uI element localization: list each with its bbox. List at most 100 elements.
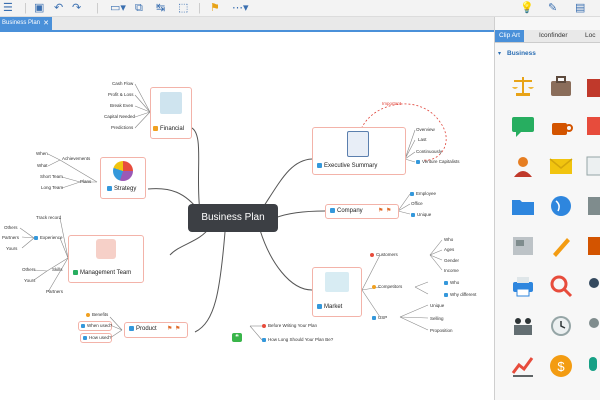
strategy-item[interactable]: When bbox=[36, 151, 48, 156]
save-icon[interactable]: ▣ bbox=[34, 2, 45, 14]
chat-icon[interactable] bbox=[510, 113, 536, 139]
financial-topic[interactable]: Financial bbox=[150, 87, 192, 139]
tab-local[interactable]: Loc bbox=[585, 32, 596, 39]
tab-business-plan[interactable]: Business Plan ✕ bbox=[0, 17, 52, 30]
market-competitors[interactable]: Competitors bbox=[372, 284, 402, 290]
lightbulb-icon[interactable]: 💡 bbox=[520, 2, 534, 14]
usp-item[interactable]: Selling bbox=[430, 316, 444, 321]
support-agent-icon[interactable] bbox=[510, 153, 536, 179]
users-icon[interactable] bbox=[585, 313, 600, 339]
skills-item[interactable]: Others bbox=[22, 267, 36, 272]
financial-item[interactable]: Break Even bbox=[110, 103, 134, 108]
product-benefits[interactable]: Benefits bbox=[86, 312, 108, 318]
management-experience[interactable]: Experience bbox=[34, 235, 63, 241]
menu-icon[interactable]: ☰ bbox=[3, 2, 13, 14]
central-topic[interactable]: Business Plan bbox=[188, 204, 278, 232]
strategy-item[interactable]: What bbox=[37, 163, 48, 168]
customer-item[interactable]: Income bbox=[444, 268, 459, 273]
product-when[interactable]: When used? bbox=[78, 321, 112, 331]
undo-icon[interactable]: ↶ bbox=[54, 2, 64, 14]
usp-item[interactable]: Unique bbox=[430, 303, 445, 308]
financial-item[interactable]: Predictions bbox=[111, 125, 134, 130]
comment-icon[interactable]: ❝ bbox=[232, 333, 242, 342]
skills-item[interactable]: Yours bbox=[24, 278, 36, 283]
experience-item[interactable]: Yours bbox=[6, 246, 18, 251]
experience-item[interactable]: Partners bbox=[2, 235, 20, 240]
flag-icon[interactable]: ⚑ bbox=[210, 2, 220, 14]
management-partners[interactable]: Partners bbox=[46, 289, 64, 294]
company-topic[interactable]: Company ⚑ ⚑ bbox=[325, 204, 399, 219]
clock-icon[interactable] bbox=[548, 313, 574, 339]
dollar-icon[interactable]: $ bbox=[548, 353, 574, 379]
more-icon[interactable]: ⋯▾ bbox=[232, 2, 249, 14]
globe-icon[interactable] bbox=[548, 193, 574, 219]
clipboard-icon[interactable] bbox=[585, 233, 600, 259]
redo-icon[interactable]: ↷ bbox=[72, 2, 82, 14]
search-icon[interactable] bbox=[548, 273, 574, 299]
company-item[interactable]: Employee bbox=[410, 191, 436, 197]
newspaper-icon[interactable] bbox=[510, 233, 536, 259]
customer-item[interactable]: Gender bbox=[444, 258, 460, 263]
executive-item[interactable]: Overview bbox=[416, 127, 435, 132]
strategy-topic[interactable]: Strategy bbox=[100, 157, 146, 199]
tab-iconfinder[interactable]: Iconfinder bbox=[539, 32, 568, 39]
book-icon[interactable] bbox=[585, 113, 600, 139]
scale-icon[interactable] bbox=[510, 73, 536, 99]
folder-icon[interactable] bbox=[510, 193, 536, 219]
calendar-icon[interactable] bbox=[585, 153, 600, 179]
marker-icon[interactable]: ✎ bbox=[548, 2, 558, 14]
financial-item[interactable]: Cash Flow bbox=[112, 81, 134, 86]
management-track-record[interactable]: Track record bbox=[36, 215, 62, 220]
customer-item[interactable]: Who bbox=[444, 237, 454, 242]
relationship-icon[interactable]: ↹ bbox=[156, 2, 166, 14]
how-label: How used? bbox=[89, 335, 112, 340]
podium-icon[interactable] bbox=[585, 73, 600, 99]
topic-icon[interactable]: ▭▾ bbox=[110, 2, 126, 14]
financial-item[interactable]: Profit & Loss bbox=[108, 92, 134, 97]
executive-item[interactable]: Venture Capitalists bbox=[416, 159, 460, 165]
chevron-down-icon[interactable]: ▾ bbox=[498, 51, 502, 57]
financial-item[interactable]: Capital Needed bbox=[104, 114, 136, 119]
experience-item[interactable]: Others bbox=[4, 225, 18, 230]
relationship-label[interactable]: Important bbox=[382, 101, 402, 106]
mindmap-canvas[interactable]: Business Plan Financial Cash Flow Profit… bbox=[0, 32, 494, 400]
strategy-plans[interactable]: Plans bbox=[80, 179, 92, 184]
panel-icon[interactable]: ▤ bbox=[575, 2, 586, 14]
product-topic[interactable]: Product ⚑ ⚑ bbox=[124, 322, 188, 338]
strategy-item[interactable]: Long Team bbox=[41, 185, 64, 190]
briefcase-icon[interactable] bbox=[548, 73, 574, 99]
subtopic-icon[interactable]: ⧉ bbox=[135, 2, 143, 14]
customer-item[interactable]: Ages bbox=[444, 247, 455, 252]
market-topic[interactable]: Market bbox=[312, 267, 362, 317]
strategy-achievements[interactable]: Achievements bbox=[62, 156, 91, 161]
management-skills[interactable]: Skills bbox=[52, 267, 63, 272]
close-icon[interactable]: ✕ bbox=[43, 20, 49, 27]
executive-item[interactable]: Last bbox=[418, 137, 427, 142]
market-customers[interactable]: Customers bbox=[370, 252, 398, 258]
link-how-long[interactable]: How Long Should Your Plan Be? bbox=[262, 337, 333, 343]
task-icon bbox=[129, 326, 134, 331]
market-usp[interactable]: USP bbox=[372, 315, 387, 321]
strategy-item[interactable]: Short Team bbox=[40, 174, 63, 179]
printer-icon[interactable] bbox=[510, 273, 536, 299]
executive-summary-topic[interactable]: Executive Summary bbox=[312, 127, 406, 175]
executive-item[interactable]: Continuously bbox=[416, 149, 443, 154]
microphone-icon[interactable] bbox=[585, 353, 600, 379]
tab-clip-art[interactable]: Clip Art bbox=[495, 30, 524, 42]
company-item[interactable]: Unique bbox=[411, 212, 431, 218]
boundary-icon[interactable]: ⬚ bbox=[178, 2, 189, 14]
mail-icon[interactable] bbox=[548, 153, 574, 179]
usp-item[interactable]: Proposition bbox=[430, 328, 453, 333]
company-item[interactable]: Office bbox=[411, 201, 423, 206]
chart-icon[interactable] bbox=[510, 353, 536, 379]
phone-icon[interactable] bbox=[585, 193, 600, 219]
competitor-item[interactable]: Why different bbox=[444, 292, 476, 298]
coffee-icon[interactable] bbox=[548, 113, 574, 139]
presentation-icon[interactable] bbox=[510, 313, 536, 339]
product-how[interactable]: How used? bbox=[80, 333, 112, 343]
competitor-item[interactable]: Who bbox=[444, 280, 459, 286]
link-before-writing[interactable]: Before Writing Your Plan bbox=[262, 323, 317, 329]
team-icon[interactable] bbox=[585, 273, 600, 299]
management-team-topic[interactable]: Management Team bbox=[68, 235, 144, 283]
pencil-icon[interactable] bbox=[548, 233, 574, 259]
